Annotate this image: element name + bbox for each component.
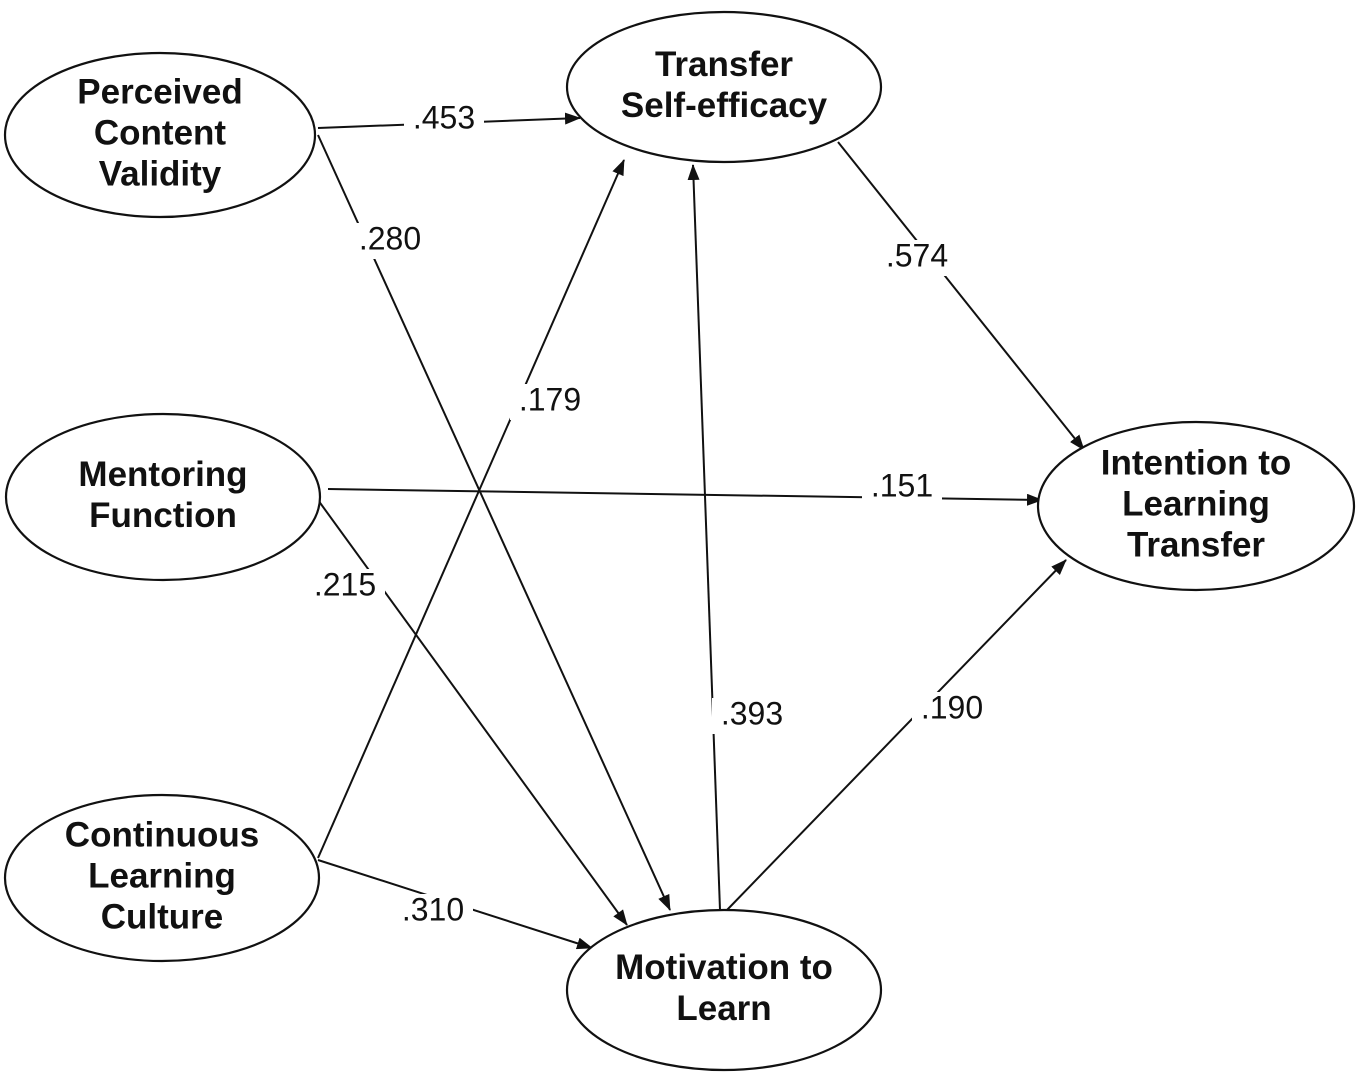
- path-coefficient-mf-mtl: .215: [314, 566, 376, 602]
- node-label-line: Continuous: [65, 815, 259, 854]
- node-label-line: Culture: [101, 897, 224, 936]
- node-ellipse: [565, 10, 883, 164]
- coefficient-background: [510, 384, 590, 420]
- path-coefficient-pcv-tse: .453: [413, 99, 475, 135]
- node-label-line: Transfer: [1127, 525, 1265, 564]
- coefficient-background: [877, 240, 957, 276]
- node-label-line: Learn: [676, 989, 771, 1028]
- path-coefficient-mtl-ilt: .190: [921, 689, 983, 725]
- path-coefficient-mf-ilt: .151: [871, 467, 933, 503]
- coefficient-background: [912, 692, 992, 728]
- coefficient-background: [350, 223, 430, 259]
- node-label-line: Learning: [1122, 484, 1270, 523]
- path-arrow-mtl-ilt: [726, 559, 1067, 911]
- path-arrow-pcv-mtl: [317, 134, 671, 911]
- path-coefficient-pcv-mtl: .280: [359, 220, 421, 256]
- node-label-line: Content: [94, 113, 227, 152]
- node-ellipse: [3, 793, 321, 963]
- path-arrow-clc-tse: [317, 159, 625, 859]
- coefficient-background: [305, 569, 385, 605]
- path-coefficient-mtl-tse: .393: [721, 695, 783, 731]
- coefficients-layer: .453 .280 .179 .151 .215 .310 .393 .574 .190: [305, 99, 992, 930]
- path-coefficient-clc-tse: .179: [519, 381, 581, 417]
- path-arrow-tse-ilt: [837, 141, 1085, 451]
- path-coefficient-tse-ilt: .574: [886, 237, 948, 273]
- coefficient-background: [862, 470, 942, 506]
- node-label-line: Function: [89, 496, 237, 535]
- path-coefficient-clc-mtl: .310: [402, 891, 464, 927]
- node-label-line: Mentoring: [78, 455, 247, 494]
- node-label-line: Perceived: [77, 72, 242, 111]
- node-label-line: Self-efficacy: [621, 86, 828, 125]
- coefficient-background: [712, 698, 792, 734]
- node-label-line: Intention to: [1101, 443, 1292, 482]
- nodes-layer: PerceivedContentValidityMentoringFunctio…: [3, 10, 1356, 1072]
- node-label-line: Transfer: [655, 45, 793, 84]
- coefficient-background: [404, 102, 484, 138]
- node-ellipse: [1036, 420, 1356, 592]
- node-ellipse: [4, 412, 322, 582]
- node-label-line: Learning: [88, 856, 236, 895]
- coefficient-background: [393, 894, 473, 930]
- node-ellipse: [565, 908, 883, 1072]
- node-label-line: Motivation to: [615, 948, 833, 987]
- path-arrow-mtl-tse: [687, 164, 721, 911]
- node-ellipse: [3, 51, 317, 219]
- paths-layer: [317, 112, 1085, 950]
- node-label-line: Validity: [99, 154, 222, 193]
